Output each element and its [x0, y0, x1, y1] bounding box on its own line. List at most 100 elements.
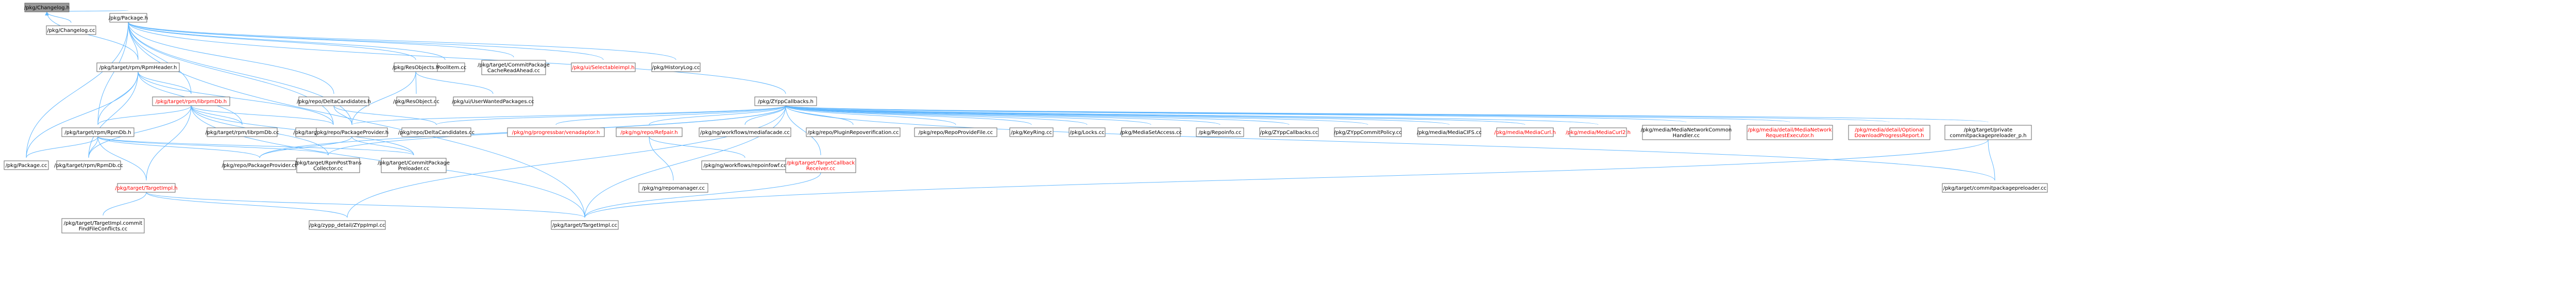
graph-node[interactable]: /pkg/target/rpm/RpmDb.h	[61, 127, 134, 137]
node-label: /pkg/zypp_detail/ZYppImpl.cc	[309, 223, 385, 228]
node-box	[1942, 183, 2048, 193]
graph-node[interactable]: /pkg/HistoryLog.cc	[651, 62, 701, 72]
node-label: /pkg/repo/RepoProvideFile.cc	[919, 130, 993, 136]
graph-node[interactable]: /pkg/repo/PluginRepoverification.cc	[806, 127, 901, 137]
graph-edges	[26, 10, 1995, 218]
edge-n0-n1	[47, 12, 72, 23]
graph-node[interactable]: /pkg/Package.cc	[4, 160, 49, 170]
graph-node[interactable]: /pkg/ResObjects.h	[393, 62, 439, 72]
graph-node[interactable]: /pkg/target/TargetImpl.cc	[551, 220, 619, 230]
graph-node[interactable]: /pkg/repo/DeltaCandidates.h	[297, 96, 371, 106]
edge-n3-n4	[138, 72, 192, 94]
graph-node[interactable]: /pkg/Locks.cc	[1069, 127, 1106, 137]
edge-n5-n37	[26, 137, 98, 158]
node-box	[401, 127, 471, 137]
graph-node[interactable]: /pkg/media/MediaCurl.h	[1494, 127, 1556, 137]
graph-node[interactable]: /pkg/repo/RepoProvideFile.cc	[914, 127, 997, 137]
graph-node[interactable]: /pkg/ng/repo/Refpair.h	[616, 127, 683, 137]
node-label: /pkg/ResObjects.h	[393, 65, 439, 71]
graph-node[interactable]: /pkg/repo/PackageProvider.cc	[222, 160, 298, 170]
node-label: /pkg/target/TargetImpl.cc	[552, 223, 617, 228]
edge-n2-n8	[128, 22, 604, 60]
node-box	[56, 160, 121, 170]
node-label: /pkg/target/TargetImpl.h	[115, 186, 177, 191]
edge-n14-n45	[786, 106, 821, 156]
node-label: /pkg/repo/PackageProvider.cc	[222, 163, 298, 169]
node-box	[551, 220, 619, 230]
graph-node[interactable]: /pkg/target/rpm/librpmDb.cc	[206, 127, 279, 137]
graph-node[interactable]: /pkg/ui/Selectableimpl.h	[571, 62, 636, 72]
edge-n14-n49	[584, 106, 786, 218]
node-box	[96, 62, 180, 72]
node-box	[1848, 125, 1930, 140]
graph-node[interactable]: /pkg/Changelog.cc	[46, 25, 96, 35]
graph-node[interactable]: /pkg/zypp_detail/ZYppImpl.cc	[309, 220, 386, 230]
graph-node[interactable]: /pkg/ZYppCallbacks.h	[754, 96, 817, 106]
graph-node[interactable]: /pkg/media/detail/OptionalDownloadProgre…	[1848, 125, 1930, 140]
node-box	[785, 158, 856, 173]
node-label: /pkg/repo/PackageProvider.h	[315, 130, 388, 136]
node-label: /pkg/media/MediaCIFS.cc	[1417, 130, 1482, 136]
graph-node[interactable]: /pkg/ui/UserWantedPackages.cc	[452, 96, 534, 106]
node-label: Collector.cc	[313, 166, 343, 172]
edge-n14-n32	[786, 106, 1599, 125]
graph-node[interactable]: /pkg/media/MediaCIFS.cc	[1417, 127, 1482, 137]
graph-node[interactable]: /pkg/target/rpm/RpmDb.cc	[54, 160, 123, 170]
node-label: /pkg/target/rpm/librpmDb.cc	[206, 130, 279, 136]
node-box	[507, 127, 605, 137]
edge-n14-n48	[347, 106, 786, 218]
edge-n2-n37	[26, 22, 128, 158]
graph-node[interactable]: /pkg/MediaSetAccess.cc	[1120, 127, 1182, 137]
node-label: /pkg/Changelog.h	[24, 5, 70, 11]
graph-node[interactable]: /pkg/media/detail/MediaNetworkRequestExe…	[1747, 125, 1833, 140]
node-label: /pkg/Package.cc	[6, 163, 47, 169]
node-label: /pkg/ui/Selectableimpl.h	[572, 65, 634, 71]
graph-node[interactable]: /pkg/ZYppCallbacks.cc	[1259, 127, 1319, 137]
graph-node[interactable]: /pkg/ng/repomanager.cc	[638, 183, 708, 193]
edge-n2-n10	[128, 22, 416, 60]
edge-n2-n9	[128, 22, 676, 60]
graph-node[interactable]: /pkg/ng/workflows/repoinfowf.cc	[701, 160, 789, 170]
graph-node[interactable]: /pkg/media/MediaCurl2.h	[1566, 127, 1631, 137]
graph-node[interactable]: /pkg/ng/workflows/mediafacade.cc	[699, 127, 791, 137]
graph-node[interactable]: /pkg/target/CommitPackageCacheReadAhead.…	[478, 60, 550, 75]
edge-n39-n48	[146, 192, 348, 218]
graph-node[interactable]: /pkg/Package.h	[109, 13, 148, 23]
graph-node[interactable]: /pkg/Repoinfo.cc	[1196, 127, 1244, 137]
graph-node[interactable]: /pkg/repo/DeltaCandidates.cc	[398, 127, 474, 137]
node-label: /pkg/Locks.cc	[1070, 130, 1104, 136]
node-label: /pkg/target/rpm/RpmDb.cc	[54, 163, 123, 169]
graph-node[interactable]: /pkg/KeyRing.cc	[1009, 127, 1054, 137]
edge-n10-n17	[351, 72, 416, 125]
graph-node[interactable]: /pkg/target/TargetImpl.commitFindFileCon…	[61, 218, 145, 234]
node-label: /pkg/target/rpm/RpmHeader.h	[99, 65, 177, 71]
graph-node[interactable]: /pkg/target/TargetImpl.h	[115, 183, 178, 193]
node-label: CacheReadAhead.cc	[487, 68, 540, 74]
graph-node[interactable]: /pkg/target/rpm/RpmHeader.h	[96, 62, 180, 72]
edge-n17-n40	[259, 137, 352, 158]
node-label: /pkg/ZYppCallbacks.h	[758, 99, 814, 105]
graph-node[interactable]: /pkg/target/commitpackagepreloader.cc	[1942, 183, 2048, 193]
graph-node[interactable]: /pkg/target/privatecommitpackagepreloade…	[1944, 125, 2032, 140]
node-box	[1496, 127, 1554, 137]
graph-node[interactable]: /pkg/ResObject.cc	[393, 96, 439, 106]
graph-node[interactable]: /pkg/repo/PackageProvider.h	[315, 127, 388, 137]
edge-n3-n37	[26, 72, 138, 158]
node-label: /pkg/media/detail/MediaNetwork	[1748, 127, 1832, 133]
node-label: /pkg/ng/repo/Refpair.h	[620, 130, 677, 136]
node-label: /pkg/media/MediaCurl2.h	[1566, 130, 1631, 136]
graph-node[interactable]: /pkg/ng/progressbar/venadaptor.h	[507, 127, 605, 137]
edge-n2-n6	[128, 22, 446, 60]
graph-node[interactable]: /pkg/target/rpm/librpmDb.h	[152, 96, 230, 106]
node-box	[223, 160, 296, 170]
edge-n2-n17	[128, 22, 352, 125]
edge-n14-n46	[786, 106, 1995, 181]
edge-n2-n7	[128, 22, 514, 58]
graph-node[interactable]: /pkg/ZYppCommitPolicy.cc	[1334, 127, 1402, 137]
node-box	[1944, 125, 2032, 140]
node-label: /pkg/ZYppCallbacks.cc	[1260, 130, 1318, 136]
